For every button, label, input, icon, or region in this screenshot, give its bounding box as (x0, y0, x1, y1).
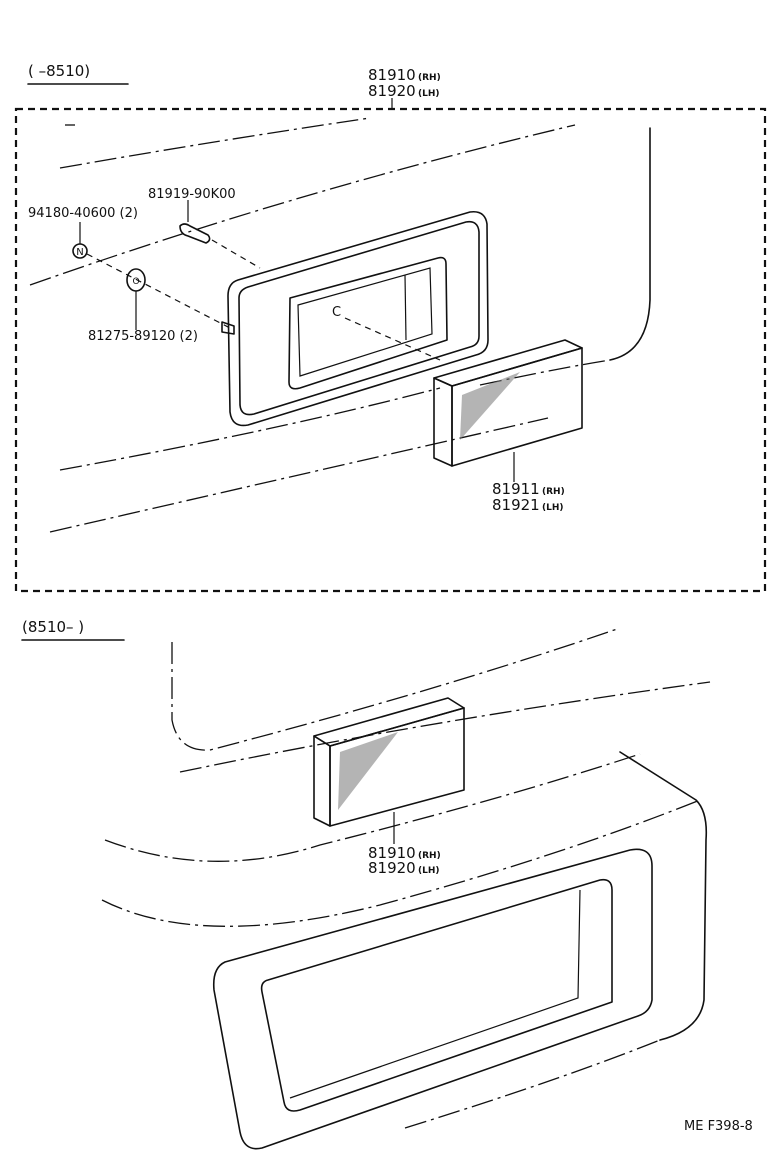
top-assembly-suffix-rh: (RH) (418, 73, 441, 83)
top-assembly-boundary (14, 107, 767, 593)
bumper-corner (619, 751, 708, 1041)
housing-inner-opening (297, 267, 433, 377)
top-assembly-label: 81910 (RH) 81920 (LH) (368, 66, 441, 109)
top-range-header: ( –8510) (28, 62, 90, 80)
bumper-lamp-recess (212, 848, 653, 1150)
fender-crease (179, 681, 711, 773)
nut-axis (86, 253, 231, 329)
screw-icon (179, 223, 211, 244)
bottom-lamp (313, 697, 465, 844)
recess-outer (212, 848, 653, 1150)
lamp-housing (227, 210, 489, 427)
top-assembly-suffix-lh: (LH) (418, 89, 440, 99)
grommet-symbol: O (132, 277, 139, 287)
lens-part-rh: 81911 (492, 480, 540, 498)
top-body-outline (29, 117, 651, 533)
fender-lower-line (104, 753, 641, 862)
screw-axis (211, 239, 261, 269)
lens-suffix-lh: (LH) (542, 503, 564, 513)
lens (433, 339, 583, 482)
top-section: ( –8510) 81910 (RH) 81920 (LH) (14, 62, 767, 593)
nut-symbol: N (76, 247, 83, 258)
bottom-assembly-suffix-rh: (RH) (418, 851, 441, 861)
housing-stud-icon (221, 321, 235, 335)
bottom-assembly-label: 81910 (RH) 81920 (LH) (368, 844, 441, 877)
recess-inner (260, 878, 613, 1112)
fasteners: N 94180-40600 (2) O 81275-89120 (2) 8191… (28, 187, 441, 361)
lens-suffix-rh: (RH) (542, 487, 565, 497)
lens-reflector-pattern (460, 372, 520, 440)
bottom-section: (8510– ) 81910 (RH) (21, 618, 711, 1150)
body-edge (609, 127, 651, 361)
bumper-lower-line (404, 1039, 661, 1129)
bottom-body-outline (101, 627, 711, 1129)
grommet-label: 81275-89120 (2) (88, 329, 198, 344)
lens-part-lh: 81921 (492, 496, 540, 514)
bottom-assembly-part-rh: 81910 (368, 844, 416, 862)
body-line-2 (29, 124, 576, 286)
fender-upper-line (171, 627, 621, 751)
bottom-assembly-suffix-lh: (LH) (418, 866, 440, 876)
housing-rim (238, 220, 480, 416)
top-assembly-part-lh: 81920 (368, 82, 416, 100)
housing-outer (227, 210, 489, 427)
nut-label: 94180-40600 (2) (28, 206, 138, 221)
bottom-assembly-part-lh: 81920 (368, 859, 416, 877)
housing-inner-wall (404, 274, 407, 341)
body-line-5 (49, 417, 549, 533)
bottom-range-header: (8510– ) (22, 618, 84, 636)
body-line-4 (59, 387, 441, 471)
lens-side-face (433, 377, 453, 467)
body-line-1 (59, 117, 371, 169)
screw-label: 81919-90K00 (148, 187, 236, 202)
bottom-lamp-side-face (313, 735, 331, 827)
housing-opening (288, 256, 448, 390)
lens-axis (344, 317, 441, 361)
figure-code: ME F398-8 (684, 1119, 753, 1134)
lens-label: 81911 (RH) 81921 (LH) (492, 480, 565, 514)
recess-inner-edge (289, 889, 581, 1099)
bumper-upper-line (101, 799, 701, 927)
top-assembly-part-rh: 81910 (368, 66, 416, 84)
callout-c: C (332, 305, 341, 320)
bottom-lamp-reflector-pattern (338, 732, 398, 810)
